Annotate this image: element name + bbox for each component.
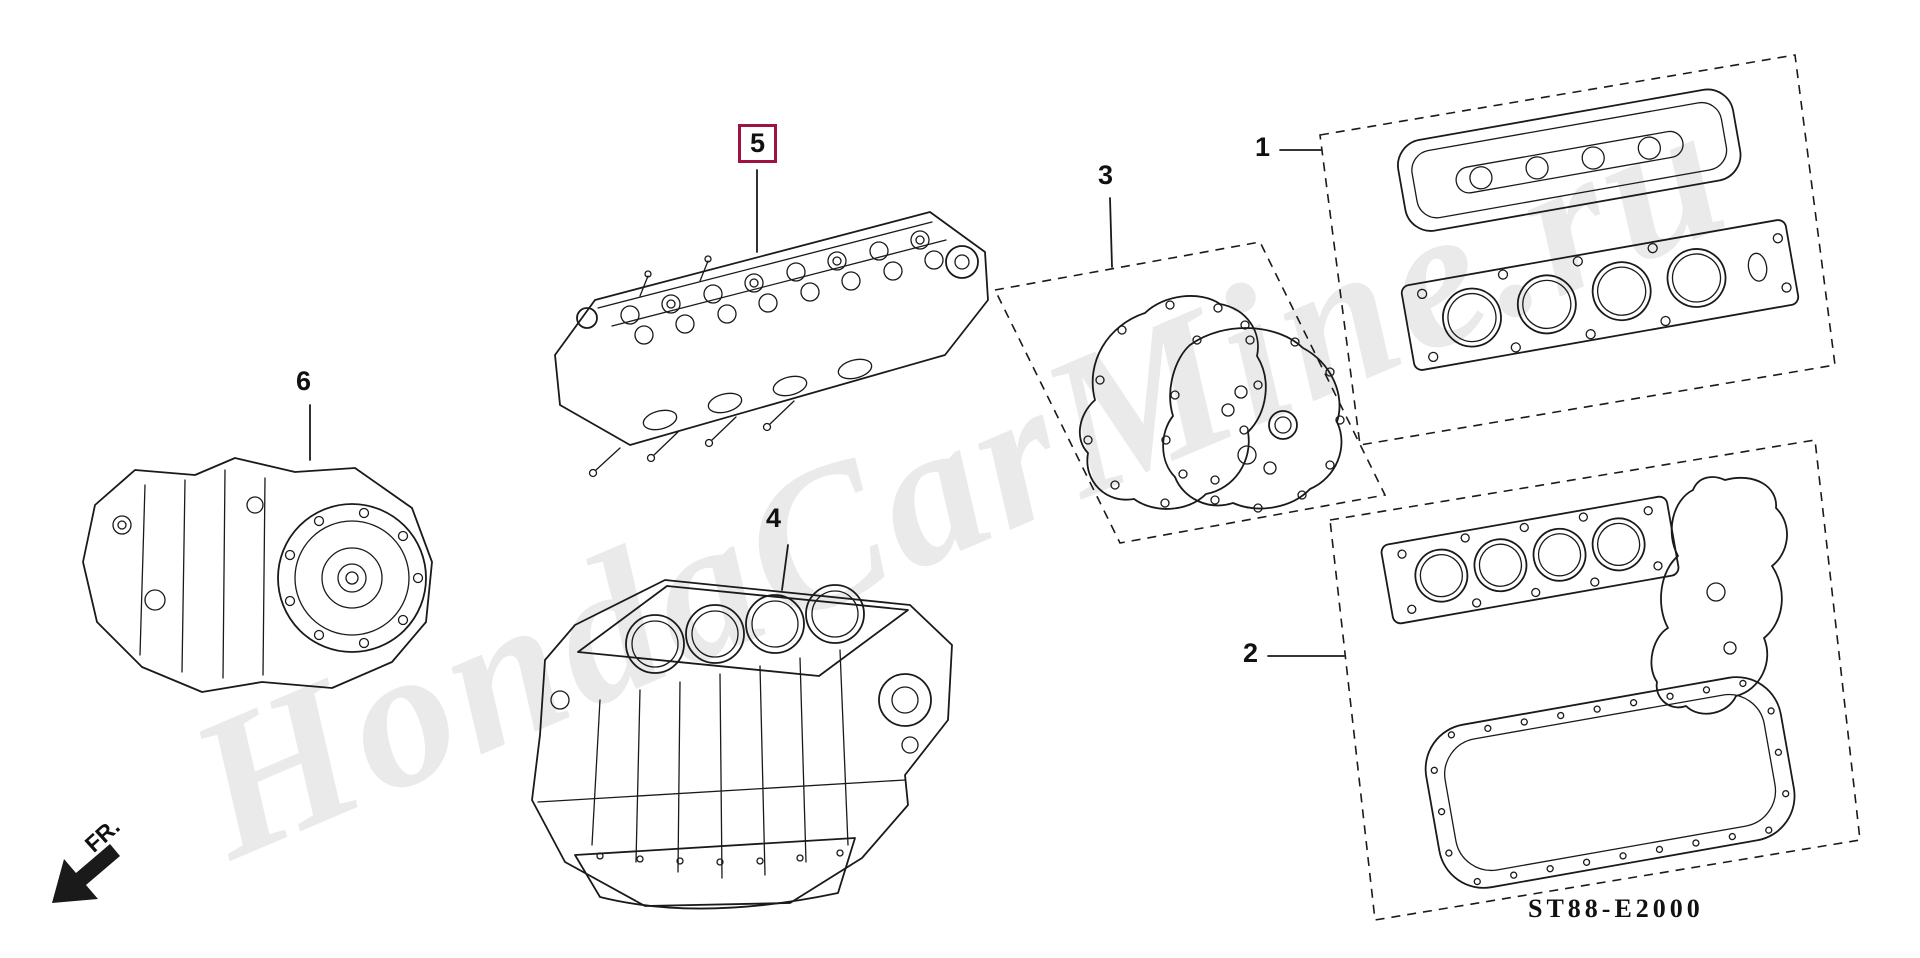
part2-gasket-kit-drawing: [1380, 476, 1796, 889]
part1-gasket-kit-drawing: [1397, 88, 1800, 371]
part3-kit-boundary: [993, 241, 1387, 544]
part4-engine-block-drawing: [531, 579, 953, 910]
part2-kit-boundary: [1329, 439, 1861, 921]
part1-kit-boundary: [1319, 54, 1836, 446]
callout-3[interactable]: 3: [1098, 160, 1114, 190]
part3-gasket-kit-drawing: [1078, 295, 1345, 513]
callout-1[interactable]: 1: [1255, 132, 1271, 162]
callout-5-highlighted[interactable]: 5: [738, 124, 778, 163]
fr-direction-arrow: [52, 844, 120, 903]
leader-line-3: [1109, 197, 1113, 268]
diagram-code: ST88-E2000: [1528, 894, 1704, 923]
leader-line-4: [781, 544, 789, 591]
part5-cylinder-head-drawing: [554, 211, 989, 478]
leader-lines: [309, 149, 1345, 657]
callout-4[interactable]: 4: [766, 503, 782, 533]
callout-2[interactable]: 2: [1243, 638, 1259, 668]
part6-transmission-drawing: [82, 457, 433, 693]
callout-6[interactable]: 6: [296, 366, 312, 396]
